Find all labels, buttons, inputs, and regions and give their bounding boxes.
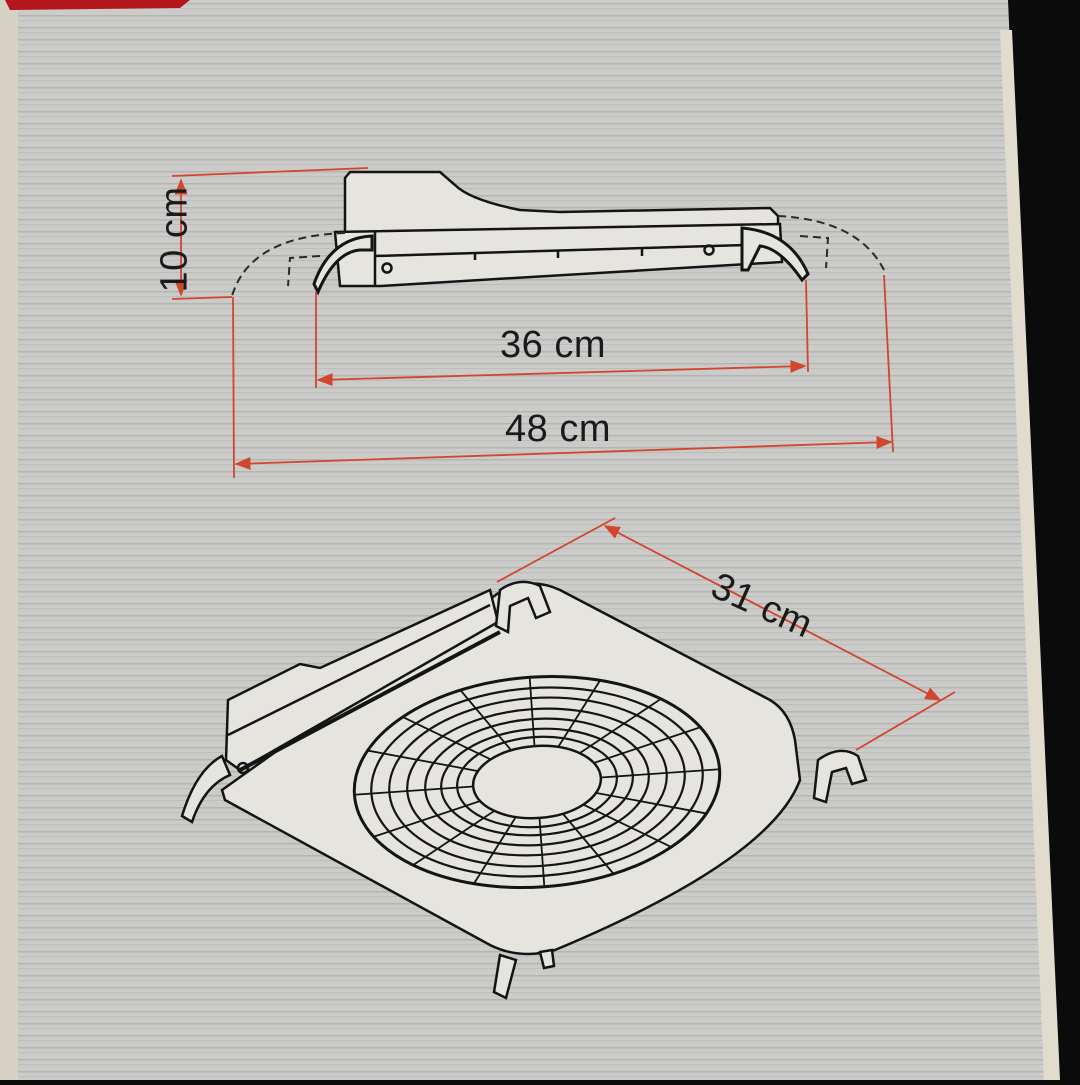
red-stripe — [5, 0, 190, 10]
side-view-drawing — [312, 170, 810, 296]
mounting-clips — [180, 580, 868, 1000]
height-dimension-label: 10 cm — [153, 186, 196, 293]
dimension-lines-perspective — [496, 517, 956, 751]
dimension-lines-side — [171, 167, 894, 479]
fan-grille — [352, 674, 722, 890]
inner-width-dimension-label: 36 cm — [500, 324, 606, 366]
outer-width-dimension-label: 48 cm — [505, 408, 611, 450]
dashed-extended-clips — [231, 215, 886, 297]
